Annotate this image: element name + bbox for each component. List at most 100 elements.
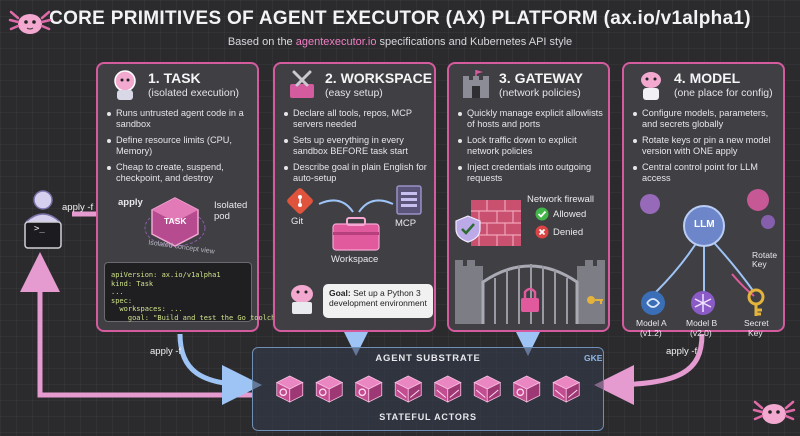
isolated-pod-label: Isolated pod (214, 200, 248, 222)
subtitle-prefix: Based on the (227, 36, 296, 48)
toolbox-icon (318, 199, 394, 251)
allowed-label: Allowed (553, 209, 587, 220)
denied-label: Denied (553, 227, 584, 238)
task-bullet-2: Define resource limits (CPU, Memory) (106, 135, 256, 157)
task-panel: 1. TASK (isolated execution) Runs untrus… (96, 62, 293, 332)
model-panel-title: 4. MODEL (674, 70, 741, 86)
gke-label: GKE (584, 353, 603, 363)
workspace-panel: 2. WORKSPACE (easy setup) Declare all to… (273, 62, 436, 332)
workspace-bullets: Declare all tools, repos, MCP servers ne… (283, 108, 433, 189)
yaml-line-6: goal: "Build and test the Go toolchain" (111, 313, 293, 322)
gateway-bullet-3: Inject credentials into outgoing request… (457, 162, 607, 184)
actor-gear-icon (358, 388, 367, 397)
gateway-panel-subtitle: (network policies) (499, 87, 581, 99)
stateful-actor-cube[interactable] (433, 375, 462, 403)
workspace-goal-bubble: Goal: Set up a Python 3 development envi… (323, 284, 433, 318)
model-panel: 4. MODEL (one place for config) Configur… (622, 62, 785, 338)
model-b-version: (v2.0) (690, 328, 712, 338)
return-loop-arrow (19, 252, 252, 398)
stateful-actors-row (275, 375, 581, 403)
stateful-actors-label: STATEFUL ACTORS (379, 412, 477, 422)
apply-f-label-left: apply -f (62, 202, 94, 213)
actor-gear-icon (318, 388, 327, 397)
page-title: CORE PRIMITIVES OF AGENT EXECUTOR (AX) P… (49, 8, 751, 29)
gateway-bullet-1: Quickly manage explicit allowlists of ho… (457, 108, 607, 130)
model-bullet-3: Central control point for LLM access (632, 162, 782, 184)
mcp-server-icon (396, 185, 422, 215)
yaml-line-2: kind: Task (111, 279, 154, 288)
stateful-actor-cube[interactable] (473, 375, 502, 403)
task-cube-icon[interactable] (142, 188, 208, 254)
task-bullets: Runs untrusted agent code in a sandbox D… (106, 108, 256, 189)
page-subtitle: Based on the agentexecutor.io specificat… (0, 36, 800, 48)
workspace-bullet-1: Declare all tools, repos, MCP servers ne… (283, 108, 433, 130)
yaml-line-4: spec: (111, 296, 133, 305)
stateful-actor-cube[interactable] (552, 375, 581, 403)
workspace-toolbox-label: Workspace (331, 254, 379, 265)
model-bullet-2: Rotate keys or pin a new model version w… (632, 135, 782, 157)
stateful-actor-cube[interactable] (275, 375, 304, 403)
workspace-panel-subtitle: (easy setup) (325, 87, 383, 99)
model-a-icon[interactable] (640, 290, 666, 316)
secret-key-sub: Key (748, 328, 763, 338)
llm-label: LLM (694, 219, 715, 230)
task-panel-subtitle: (isolated execution) (148, 87, 240, 99)
firewall-label: Network firewall (527, 194, 595, 205)
gateway-panel: 3. GATEWAY (network policies) Quickly ma… (447, 62, 610, 332)
yaml-line-3: ... (111, 288, 124, 297)
model-b-icon[interactable] (690, 290, 716, 316)
secret-key-icon[interactable] (742, 288, 770, 318)
goal-text: Set up a Python 3 development environmen… (329, 288, 427, 308)
model-a-label: Model A (636, 318, 667, 328)
stateful-actor-cube[interactable] (315, 375, 344, 403)
task-bullet-1: Runs untrusted agent code in a sandbox (106, 108, 256, 130)
model-panel-subtitle: (one place for config) (674, 87, 773, 99)
spec-link[interactable]: agentexecutor.io (295, 36, 377, 48)
yaml-line-5: workspaces: ... (111, 305, 183, 314)
actor-brick-icon (436, 389, 460, 398)
terminal-prompt: >_ (34, 224, 45, 234)
task-panel-title: 1. TASK (148, 70, 201, 86)
workspace-panel-title: 2. WORKSPACE (325, 70, 433, 86)
tools-box-icon (290, 70, 314, 98)
actor-gear-icon (516, 388, 525, 397)
task-bullet-3: Cheap to create, suspend, checkpoint, an… (106, 162, 256, 184)
user-terminal-icon[interactable] (16, 188, 70, 254)
actor-brick-icon (396, 389, 420, 398)
task-apply-label: apply (118, 197, 143, 208)
actor-brick-icon (554, 389, 578, 398)
agent-substrate-box (252, 347, 604, 431)
iron-gate-icon (455, 260, 605, 324)
astronaut-axolotl-icon (114, 70, 136, 100)
model-bullets: Configure models, parameters, and secret… (632, 108, 782, 189)
model-b-name: Model B (686, 318, 718, 328)
workspace-bullet-2: Sets up everything in every sandbox BEFO… (283, 135, 433, 157)
denied-x-icon (535, 225, 549, 239)
stateful-actor-cube[interactable] (512, 375, 541, 403)
apply-f-label-substrate-right: apply -f (666, 346, 698, 357)
reading-axolotl-icon (291, 285, 313, 314)
mcp-label: MCP (395, 218, 417, 229)
stateful-actor-cube[interactable] (354, 375, 383, 403)
model-a-name: Model A (636, 318, 667, 328)
axolotl-corner-icon (752, 400, 796, 424)
git-icon (287, 188, 313, 214)
gateway-bullets: Quickly manage explicit allowlists of ho… (457, 108, 607, 189)
actor-gear-icon (279, 388, 288, 397)
substrate-title: AGENT SUBSTRATE (375, 353, 481, 364)
git-label: Git (291, 216, 304, 227)
task-cube-label: TASK (164, 216, 187, 226)
task-yaml-snippet: apiVersion: ax.io/v1alpha1 kind: Task ..… (104, 262, 293, 322)
stateful-actor-cube[interactable] (394, 375, 423, 403)
scientist-axolotl-icon (641, 72, 661, 100)
goal-prefix: Goal: (329, 288, 351, 298)
axolotl-mascot-icon (8, 10, 52, 34)
subtitle-suffix: specifications and Kubernetes API style (376, 36, 573, 48)
model-bullet-1: Configure models, parameters, and secret… (632, 108, 782, 130)
rotate-key-label: Rotate Key (752, 250, 778, 269)
workspace-bullet-3: Describe goal in plain English for auto-… (283, 162, 433, 184)
apply-f-label-substrate-left: apply -f (150, 346, 182, 357)
model-routing-diagram (640, 189, 775, 297)
secret-label: Secret (744, 318, 769, 328)
